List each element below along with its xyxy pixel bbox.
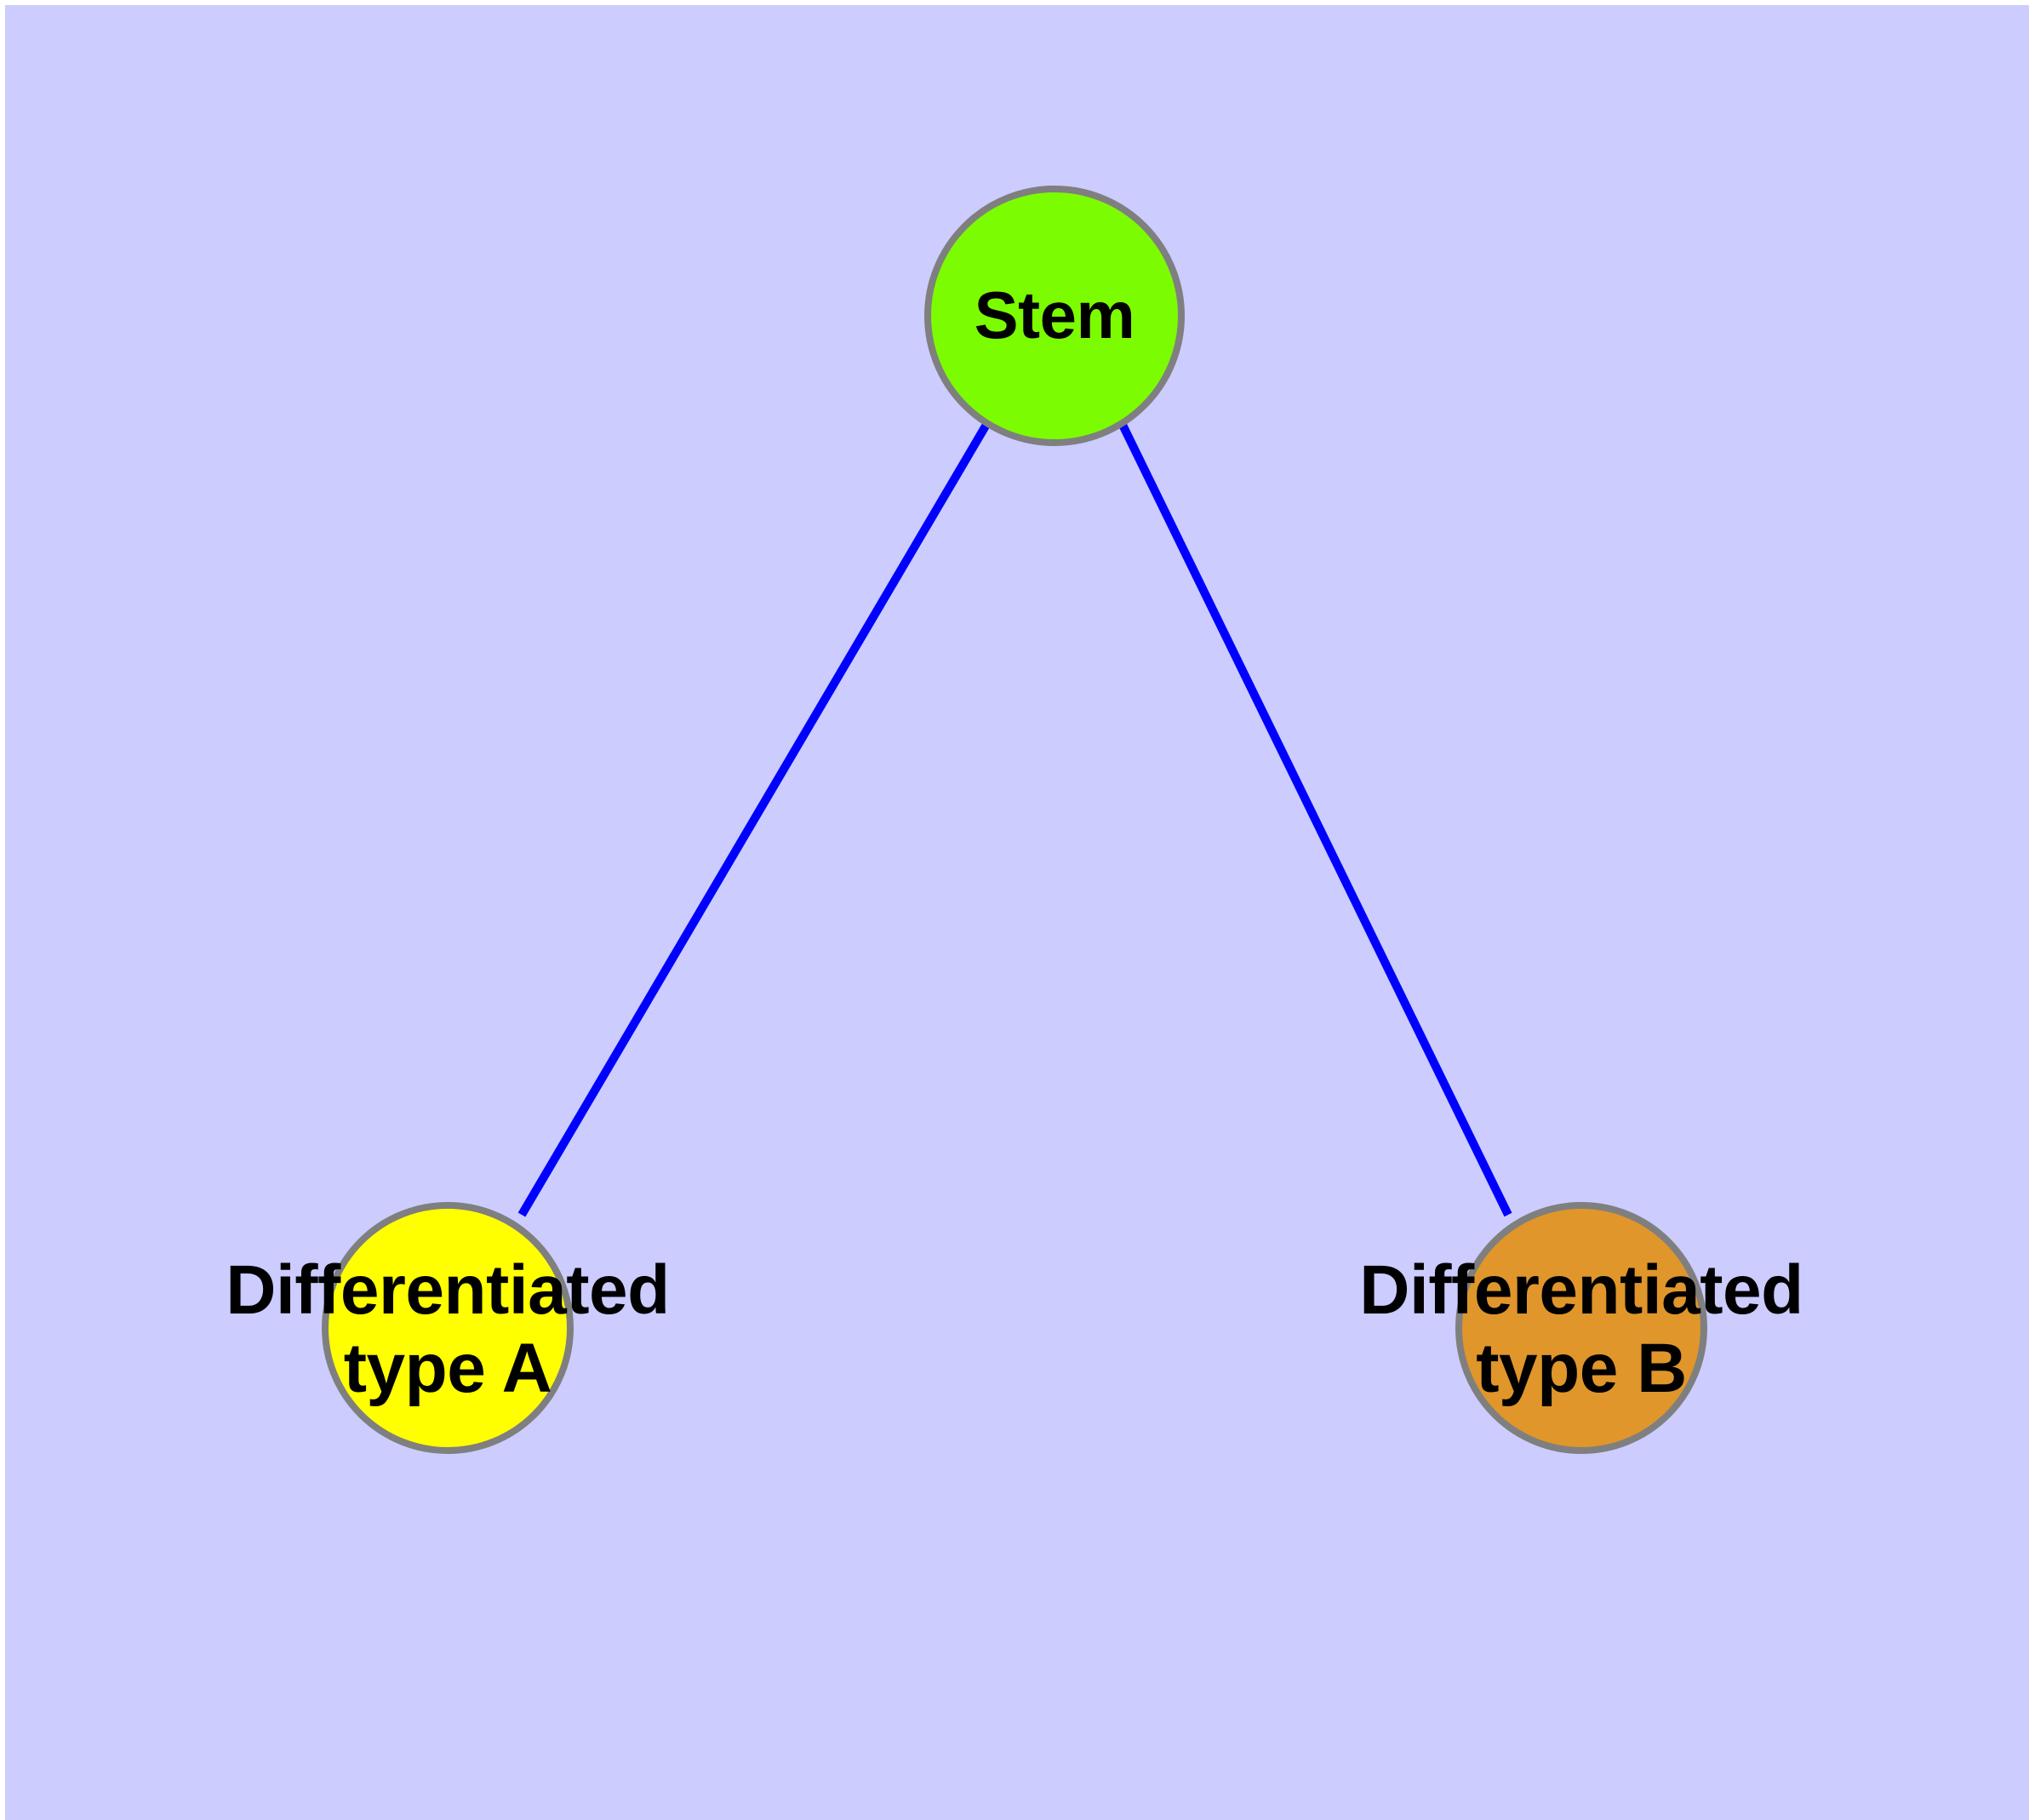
node-differentiated-type-a[interactable] [322,1202,574,1454]
node-differentiated-type-b[interactable] [1455,1202,1707,1454]
edge-stem-to-differentiated-type-b[interactable] [1117,421,1512,1217]
edge-stem-to-differentiated-type-a[interactable] [517,421,992,1217]
node-layer [322,186,1707,1454]
node-stem[interactable] [924,186,1185,446]
edge-layer [517,421,1512,1217]
